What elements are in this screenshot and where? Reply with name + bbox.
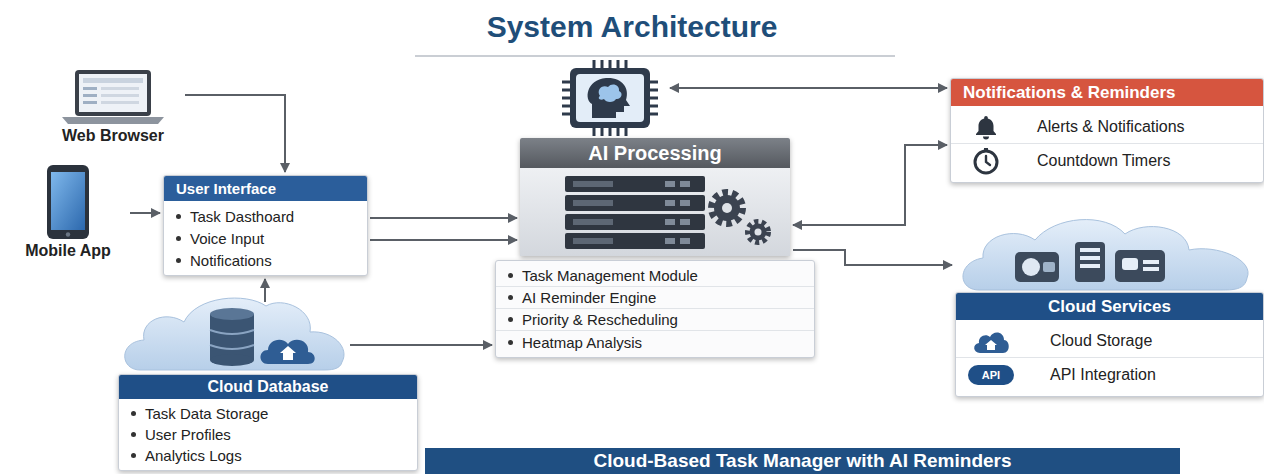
bullet-dot (176, 236, 181, 241)
mobile-app-client: Mobile App (10, 163, 126, 260)
bullet-dot (176, 258, 181, 263)
phone-icon (10, 163, 126, 241)
card-box: Cloud ServicesCloud StorageAPIAPI Integr… (955, 292, 1264, 397)
list-item: Task Data Storage (119, 403, 417, 424)
card-box: Notifications & RemindersAlerts & Notifi… (950, 78, 1264, 183)
bullet-dot (508, 317, 513, 322)
item-text: Task Management Module (522, 267, 698, 284)
header-text: Cloud Database (208, 378, 329, 396)
cloud-services-box: Cloud ServicesCloud StorageAPIAPI Integr… (955, 212, 1264, 397)
bullet-dot (131, 432, 136, 437)
list-item: User Profiles (119, 424, 417, 445)
diagram-title: System Architecture (0, 10, 1264, 44)
flow-arrow (264, 279, 266, 302)
list-item: Notifications (164, 249, 367, 271)
header-text: Cloud Services (1048, 297, 1171, 317)
header-band: Cloud Database (119, 375, 417, 399)
bullet-dot (131, 453, 136, 458)
flow-arrow (793, 145, 947, 225)
item-text: Task Dasthoard (190, 208, 294, 225)
header-text: Notifications & Reminders (963, 83, 1176, 103)
list-item: AI Reminder Engine (496, 287, 814, 309)
item-text: Notifications (190, 252, 272, 269)
bullet-dot (508, 273, 513, 278)
item-text: AI Reminder Engine (522, 289, 656, 306)
bullet-dot (508, 340, 513, 345)
cloud-illustration (955, 212, 1264, 292)
header-band: Cloud Services (956, 293, 1263, 320)
bell-icon (963, 113, 1009, 141)
flow-arrow (130, 212, 160, 214)
card-body: Task Data StorageUser ProfilesAnalytics … (119, 399, 417, 470)
cloud-database-box: Cloud DatabaseTask Data StorageUser Prof… (118, 290, 418, 471)
item-text: Alerts & Notifications (1009, 118, 1185, 136)
apiBadge-icon: API (968, 361, 1014, 389)
list-item: Heatmap Analysis (496, 331, 814, 353)
ai-chip-icon (562, 60, 658, 136)
flow-arrow (793, 250, 952, 265)
list-item: Voice Input (164, 227, 367, 249)
badge-label: API (968, 361, 1014, 389)
card-body: Task DasthoardVoice InputNotifications (164, 201, 367, 275)
item-text: Priority & Rescheduling (522, 311, 678, 328)
server-illustration (520, 168, 790, 256)
item-text: Heatmap Analysis (522, 334, 642, 351)
item-text: User Profiles (145, 426, 231, 443)
web-browser-client: Web Browser (45, 68, 181, 145)
item-text: Analytics Logs (145, 447, 242, 464)
ai-panel: AI Processing (520, 138, 790, 256)
device-label: Mobile App (10, 242, 126, 260)
card-box: User InterfaceTask DasthoardVoice InputN… (163, 175, 368, 276)
flow-arrow (185, 95, 285, 172)
flow-arrow (370, 217, 517, 219)
header-text: AI Processing (588, 142, 721, 165)
header-band: AI Processing (520, 138, 790, 168)
list-item: APIAPI Integration (956, 358, 1263, 392)
header-band: Notifications & Reminders (951, 79, 1263, 106)
list-item: Task Management Module (496, 265, 814, 287)
item-text: API Integration (1014, 366, 1156, 384)
cloudIcon-icon (968, 327, 1014, 355)
list-item: Task Dasthoard (164, 205, 367, 227)
flow-arrow (370, 239, 517, 241)
clock-icon (963, 147, 1009, 175)
flow-arrow (350, 344, 492, 346)
item-text: Cloud Storage (1014, 332, 1152, 350)
list-item: Alerts & Notifications (951, 110, 1263, 144)
item-text: Countdown Timers (1009, 152, 1170, 170)
header-band: User Interface (164, 176, 367, 201)
item-text: Task Data Storage (145, 405, 268, 422)
title-underline (415, 55, 895, 57)
caption-text: Cloud-Based Task Manager with AI Reminde… (593, 450, 1011, 471)
card-body: Cloud StorageAPIAPI Integration (956, 320, 1263, 396)
card-body: Alerts & NotificationsCountdown Timers (951, 106, 1263, 182)
laptop-icon (45, 68, 181, 126)
list-item: Cloud Storage (956, 324, 1263, 358)
item-text: Voice Input (190, 230, 264, 247)
device-label: Web Browser (45, 127, 181, 145)
flow-arrow (670, 87, 947, 89)
list-item: Priority & Rescheduling (496, 309, 814, 331)
bullet-dot (131, 411, 136, 416)
module-list: Task Management Module AI Reminder Engine… (495, 260, 815, 358)
list-item: Analytics Logs (119, 445, 417, 466)
caption-band: Cloud-Based Task Manager with AI Reminde… (425, 448, 1180, 474)
bullet-dot (508, 295, 513, 300)
cloud-illustration (118, 290, 418, 374)
bullet-dot (176, 214, 181, 219)
header-text: User Interface (176, 180, 276, 197)
ai-processing-box: AI ProcessingTask Management Module AI Re… (495, 138, 815, 358)
notifications-box: Notifications & RemindersAlerts & Notifi… (950, 78, 1264, 183)
list-item: Countdown Timers (951, 144, 1263, 178)
user-interface-box: User InterfaceTask DasthoardVoice InputN… (163, 175, 368, 276)
card-box: Cloud DatabaseTask Data StorageUser Prof… (118, 374, 418, 471)
